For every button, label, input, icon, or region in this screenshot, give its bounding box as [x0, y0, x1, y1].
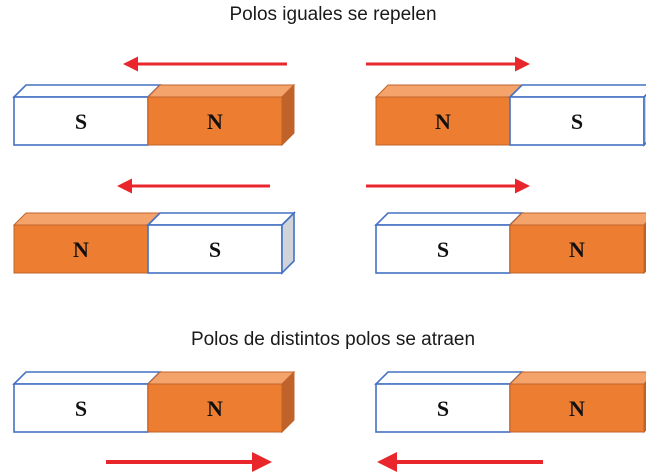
north-pole-face	[509, 383, 645, 433]
south-pole-face	[375, 383, 511, 433]
south-pole-top	[374, 212, 524, 226]
north-pole-top	[12, 212, 162, 226]
south-pole-label: S	[75, 396, 87, 421]
north-pole-top	[508, 371, 646, 385]
north-pole-label: N	[207, 109, 223, 134]
south-pole-top	[12, 84, 162, 98]
magnet-end-face	[281, 370, 295, 434]
heading-attract: Polos de distintos polos se atraen	[190, 329, 476, 350]
north-pole-label: N	[569, 396, 585, 421]
north-pole-top	[508, 212, 646, 226]
north-pole-label: N	[569, 237, 585, 262]
south-pole-label: S	[437, 396, 449, 421]
north-pole-top	[146, 371, 296, 385]
south-pole-top	[508, 84, 646, 98]
south-pole-label: S	[571, 109, 583, 134]
south-pole-label: S	[209, 237, 221, 262]
south-pole-label: S	[437, 237, 449, 262]
north-pole-top	[146, 84, 296, 98]
south-pole-face	[13, 96, 149, 146]
heading-repel: Polos iguales se repelen	[229, 4, 437, 25]
north-pole-label: N	[435, 109, 451, 134]
south-pole-top	[374, 371, 524, 385]
south-pole-top	[12, 371, 162, 385]
north-pole-face	[509, 224, 645, 274]
north-pole-label: N	[73, 237, 89, 262]
south-pole-face	[509, 96, 645, 146]
south-pole-face	[13, 383, 149, 433]
north-pole-top	[374, 84, 524, 98]
north-pole-face	[147, 383, 283, 433]
north-pole-label: N	[207, 396, 223, 421]
magnet-end-face	[281, 211, 295, 275]
south-pole-top	[146, 212, 296, 226]
south-pole-label: S	[75, 109, 87, 134]
south-pole-face	[147, 224, 283, 274]
north-pole-face	[13, 224, 149, 274]
magnet-end-face	[281, 83, 295, 147]
south-pole-face	[375, 224, 511, 274]
